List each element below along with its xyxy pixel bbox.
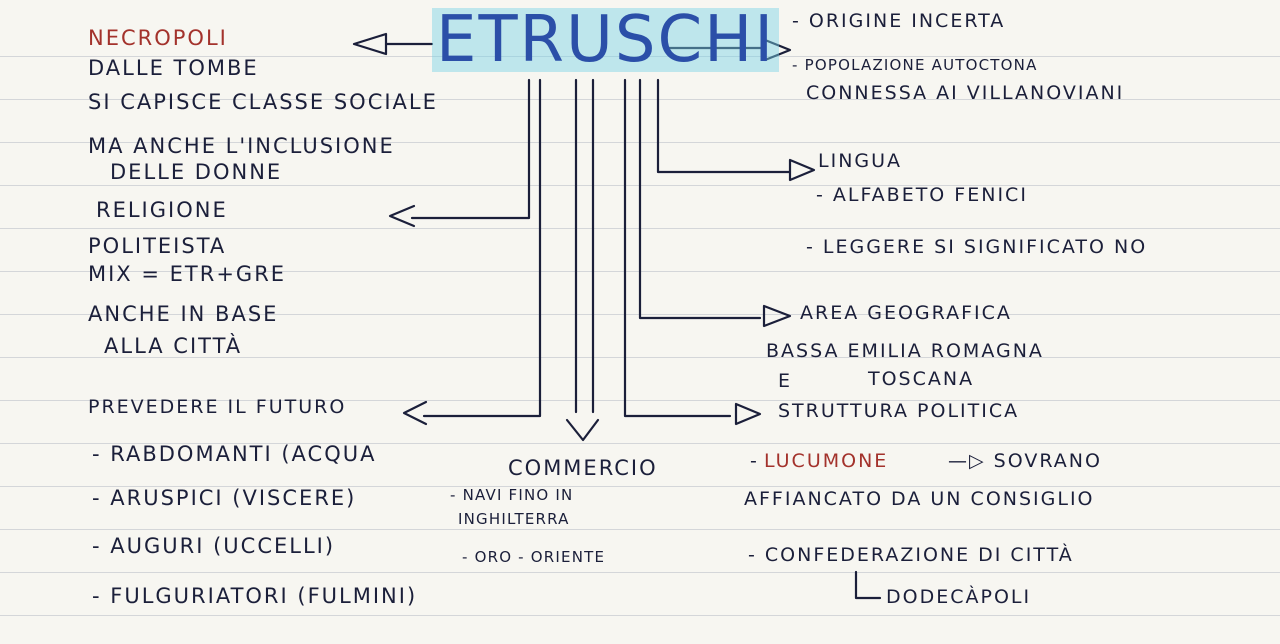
text-donne: DELLE DONNE bbox=[110, 160, 283, 184]
text-villanoviani: CONNESSA AI VILLANOVIANI bbox=[806, 82, 1125, 104]
text-confederazione: - CONFEDERAZIONE DI CITTÀ bbox=[748, 544, 1074, 566]
topic-lingua: LINGUA bbox=[818, 150, 903, 172]
text-leggere: - LEGGERE SI SIGNIFICATO NO bbox=[806, 236, 1148, 258]
arrow-necropoli-icon bbox=[352, 32, 388, 56]
text-anche-in-base: ANCHE IN BASE bbox=[88, 302, 279, 326]
connector-area bbox=[638, 78, 762, 320]
text-sovrano: —▷ SOVRANO bbox=[948, 450, 1102, 472]
text-toscana: TOSCANA bbox=[868, 368, 975, 390]
connector-dodecapoli bbox=[854, 570, 882, 600]
text-origine-incerta: - ORIGINE INCERTA bbox=[792, 10, 1006, 32]
text-navi: - NAVI FINO IN bbox=[450, 486, 574, 504]
text-classe-sociale: SI CAPISCE CLASSE SOCIALE bbox=[88, 90, 438, 114]
text-alla-citta: ALLA CITTÀ bbox=[104, 334, 243, 358]
arrow-commercio-icon bbox=[565, 418, 600, 442]
text-e: E bbox=[778, 370, 793, 392]
text-popolazione: - POPOLAZIONE AUTOCTONA bbox=[792, 56, 1038, 74]
arrow-lingua-icon bbox=[788, 158, 816, 182]
text-rabdomanti: - RABDOMANTI (ACQUA bbox=[92, 442, 377, 466]
connector-prevedere bbox=[422, 78, 542, 418]
text-aruspici: - ARUSPICI (VISCERE) bbox=[92, 486, 357, 510]
text-affiancato: AFFIANCATO DA UN CONSIGLIO bbox=[744, 488, 1095, 510]
arrow-struttura-icon bbox=[734, 402, 762, 426]
arrow-prevedere-icon bbox=[402, 400, 428, 426]
page-title: ETRUSCHI bbox=[432, 8, 780, 72]
text-lucumone: LUCUMONE bbox=[764, 450, 889, 472]
arrow-area-icon bbox=[762, 304, 792, 328]
connector-lingua bbox=[656, 78, 792, 174]
text-inghilterra: INGHILTERRA bbox=[458, 510, 570, 528]
text-mix: MIX = ETR+GRE bbox=[88, 262, 287, 286]
arrow-religione-icon bbox=[388, 204, 416, 228]
connector-struttura bbox=[623, 78, 732, 418]
text-dodecapoli: DODECÀPOLI bbox=[886, 586, 1032, 608]
text-bassa-emilia: BASSA EMILIA ROMAGNA bbox=[766, 340, 1044, 362]
text-lucumone-dash: - bbox=[750, 450, 759, 472]
text-oriente: - ORO - ORIENTE bbox=[462, 548, 606, 566]
topic-religione: RELIGIONE bbox=[96, 198, 228, 222]
text-dalle-tombe: DALLE TOMBE bbox=[88, 56, 259, 80]
text-auguri: - AUGURI (UCCELLI) bbox=[92, 534, 336, 558]
topic-prevedere-futuro: PREVEDERE IL FUTURO bbox=[88, 396, 347, 418]
text-politeista: POLITEISTA bbox=[88, 234, 227, 258]
topic-commercio: COMMERCIO bbox=[508, 456, 658, 480]
text-inclusione: MA ANCHE L'INCLUSIONE bbox=[88, 134, 395, 158]
topic-area-geografica: AREA GEOGRAFICA bbox=[800, 302, 1012, 324]
text-alfabeto: - ALFABETO FENICI bbox=[816, 184, 1028, 206]
text-fulguriatori: - FULGURIATORI (FULMINI) bbox=[92, 584, 418, 608]
topic-necropoli: NECROPOLI bbox=[88, 26, 228, 50]
topic-struttura-politica: STRUTTURA POLITICA bbox=[778, 400, 1020, 422]
